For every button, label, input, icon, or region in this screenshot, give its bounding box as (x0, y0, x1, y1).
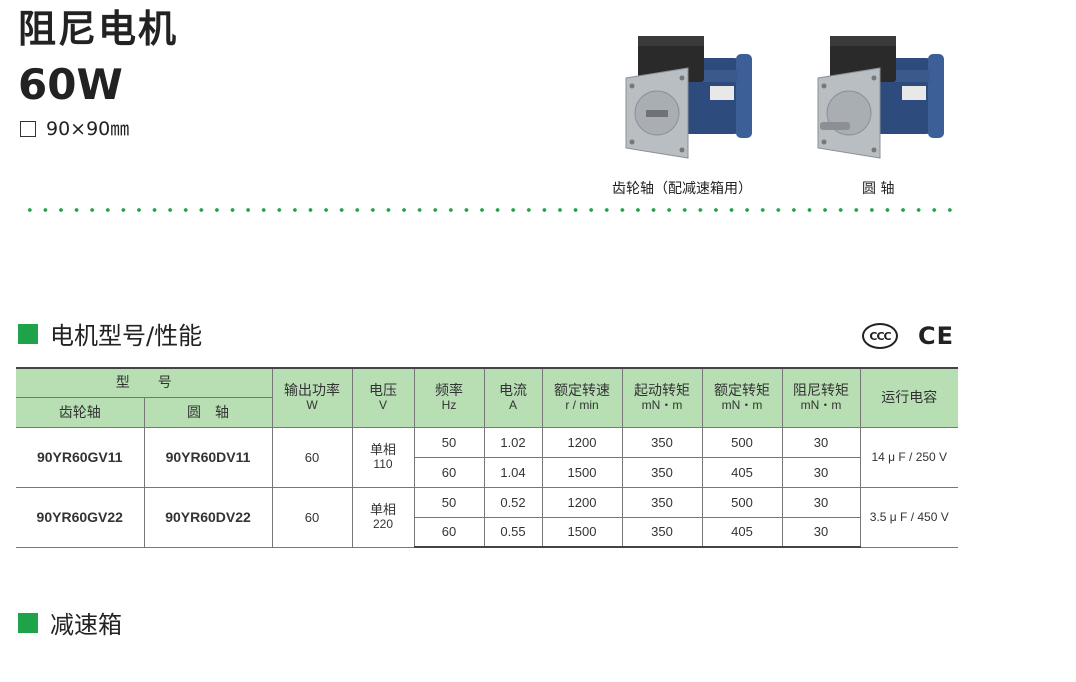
gearbox-section-heading: 减速箱 (18, 605, 122, 640)
start-torque-cell: 350 (621, 516, 703, 548)
header-model: 型 号 (16, 367, 273, 398)
gear-model-cell: 90YR60GV11 (16, 426, 145, 488)
start-torque-cell: 350 (621, 456, 703, 488)
power-rating: 60W (18, 60, 123, 109)
damp-torque-cell: 30 (781, 516, 861, 548)
header-capacitor: 运行电容 (859, 367, 958, 428)
page-title: 阻尼电机 (18, 7, 179, 51)
capacitor-cell: 3.5 μ F / 450 V (859, 486, 958, 548)
speed-cell: 1200 (541, 486, 623, 518)
power-cell: 60 (271, 426, 353, 488)
header-round-shaft: 圆 轴 (143, 396, 273, 428)
header-gear-shaft: 齿轮轴 (16, 396, 145, 428)
square-icon (20, 121, 36, 137)
damp-torque-cell: 30 (781, 456, 861, 488)
freq-cell: 50 (413, 426, 485, 458)
dotted-divider (22, 207, 956, 213)
speed-cell: 1200 (541, 426, 623, 458)
ccc-logo: CCC (862, 323, 898, 349)
round-shaft-caption: 圆 轴 (862, 181, 895, 197)
current-cell: 1.02 (483, 426, 543, 458)
table-row: 60 1.04 1500 350 405 30 (16, 456, 958, 488)
damp-torque-cell: 30 (781, 486, 861, 518)
table-row: 60 0.55 1500 350 405 30 (16, 516, 958, 548)
current-cell: 0.52 (483, 486, 543, 518)
green-square-icon (18, 612, 38, 633)
frame-size: 90×90㎜ (20, 117, 129, 141)
rated-torque-cell: 405 (701, 456, 783, 488)
freq-cell: 50 (413, 486, 485, 518)
spec-section-title: 电机型号/性能 (50, 322, 203, 350)
damp-torque-cell: 30 (781, 426, 861, 458)
freq-cell: 60 (413, 516, 485, 548)
frame-size-text: 90×90㎜ (46, 118, 130, 140)
speed-cell: 1500 (541, 516, 623, 548)
spec-section-heading: 电机型号/性能 (18, 316, 202, 351)
current-cell: 1.04 (483, 456, 543, 488)
round-shaft-motor-image (817, 36, 944, 159)
start-torque-cell: 350 (621, 426, 703, 458)
gearbox-section-title: 减速箱 (50, 611, 122, 639)
speed-cell: 1500 (541, 456, 623, 488)
current-cell: 0.55 (483, 516, 543, 548)
capacitor-cell: 14 μ F / 250 V (859, 426, 958, 488)
gear-shaft-caption: 齿轮轴（配减速箱用） (612, 181, 752, 197)
ce-logo: CE (918, 322, 955, 350)
round-model-cell: 90YR60DV22 (143, 486, 273, 548)
gear-shaft-motor-image (625, 36, 752, 159)
start-torque-cell: 350 (621, 486, 703, 518)
rated-torque-cell: 500 (701, 426, 783, 458)
green-square-icon (18, 323, 38, 344)
table-subheader-row: 齿轮轴 圆 轴 (16, 396, 958, 428)
round-model-cell: 90YR60DV11 (143, 426, 273, 488)
gear-model-cell: 90YR60GV22 (16, 486, 145, 548)
power-cell: 60 (271, 486, 353, 548)
rated-torque-cell: 500 (701, 486, 783, 518)
freq-cell: 60 (413, 456, 485, 488)
rated-torque-cell: 405 (701, 516, 783, 548)
certification-marks: CCC CE (862, 322, 954, 350)
